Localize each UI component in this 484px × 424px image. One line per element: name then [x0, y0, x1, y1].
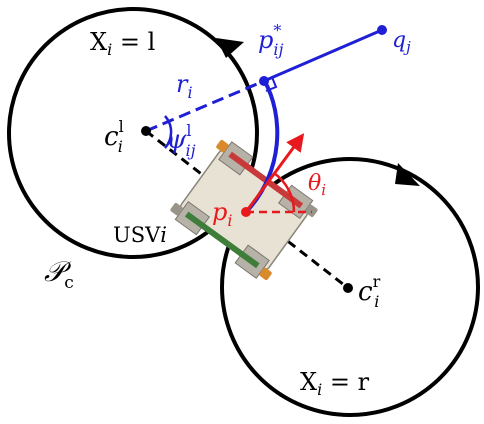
label-x-right: Xi = r — [300, 368, 370, 399]
point-c-right — [343, 283, 353, 293]
label-usv: USVi — [113, 223, 167, 247]
label-theta: θi — [308, 171, 326, 199]
point-q — [377, 25, 387, 35]
point-p-star — [259, 76, 269, 86]
psi-angle-arc — [164, 115, 173, 149]
label-q: qj — [392, 28, 411, 56]
label-pc: 𝒫c — [44, 255, 74, 293]
label-r: ri — [176, 70, 193, 102]
label-p: pi — [212, 198, 233, 230]
right-circle-arrow-icon — [395, 163, 420, 186]
left-circle-arrow-icon — [216, 38, 244, 58]
radius-dashed-line — [145, 79, 265, 133]
label-x-left: Xi = l — [90, 28, 155, 59]
right-turn-circle — [220, 157, 480, 417]
label-p-star: p*ij — [258, 21, 283, 59]
theta-angle-arc — [273, 171, 296, 213]
point-c-left — [141, 126, 151, 136]
right-angle-marker — [265, 76, 278, 92]
left-turn-circle — [7, 7, 259, 259]
target-line — [263, 28, 383, 83]
point-p — [241, 207, 251, 217]
